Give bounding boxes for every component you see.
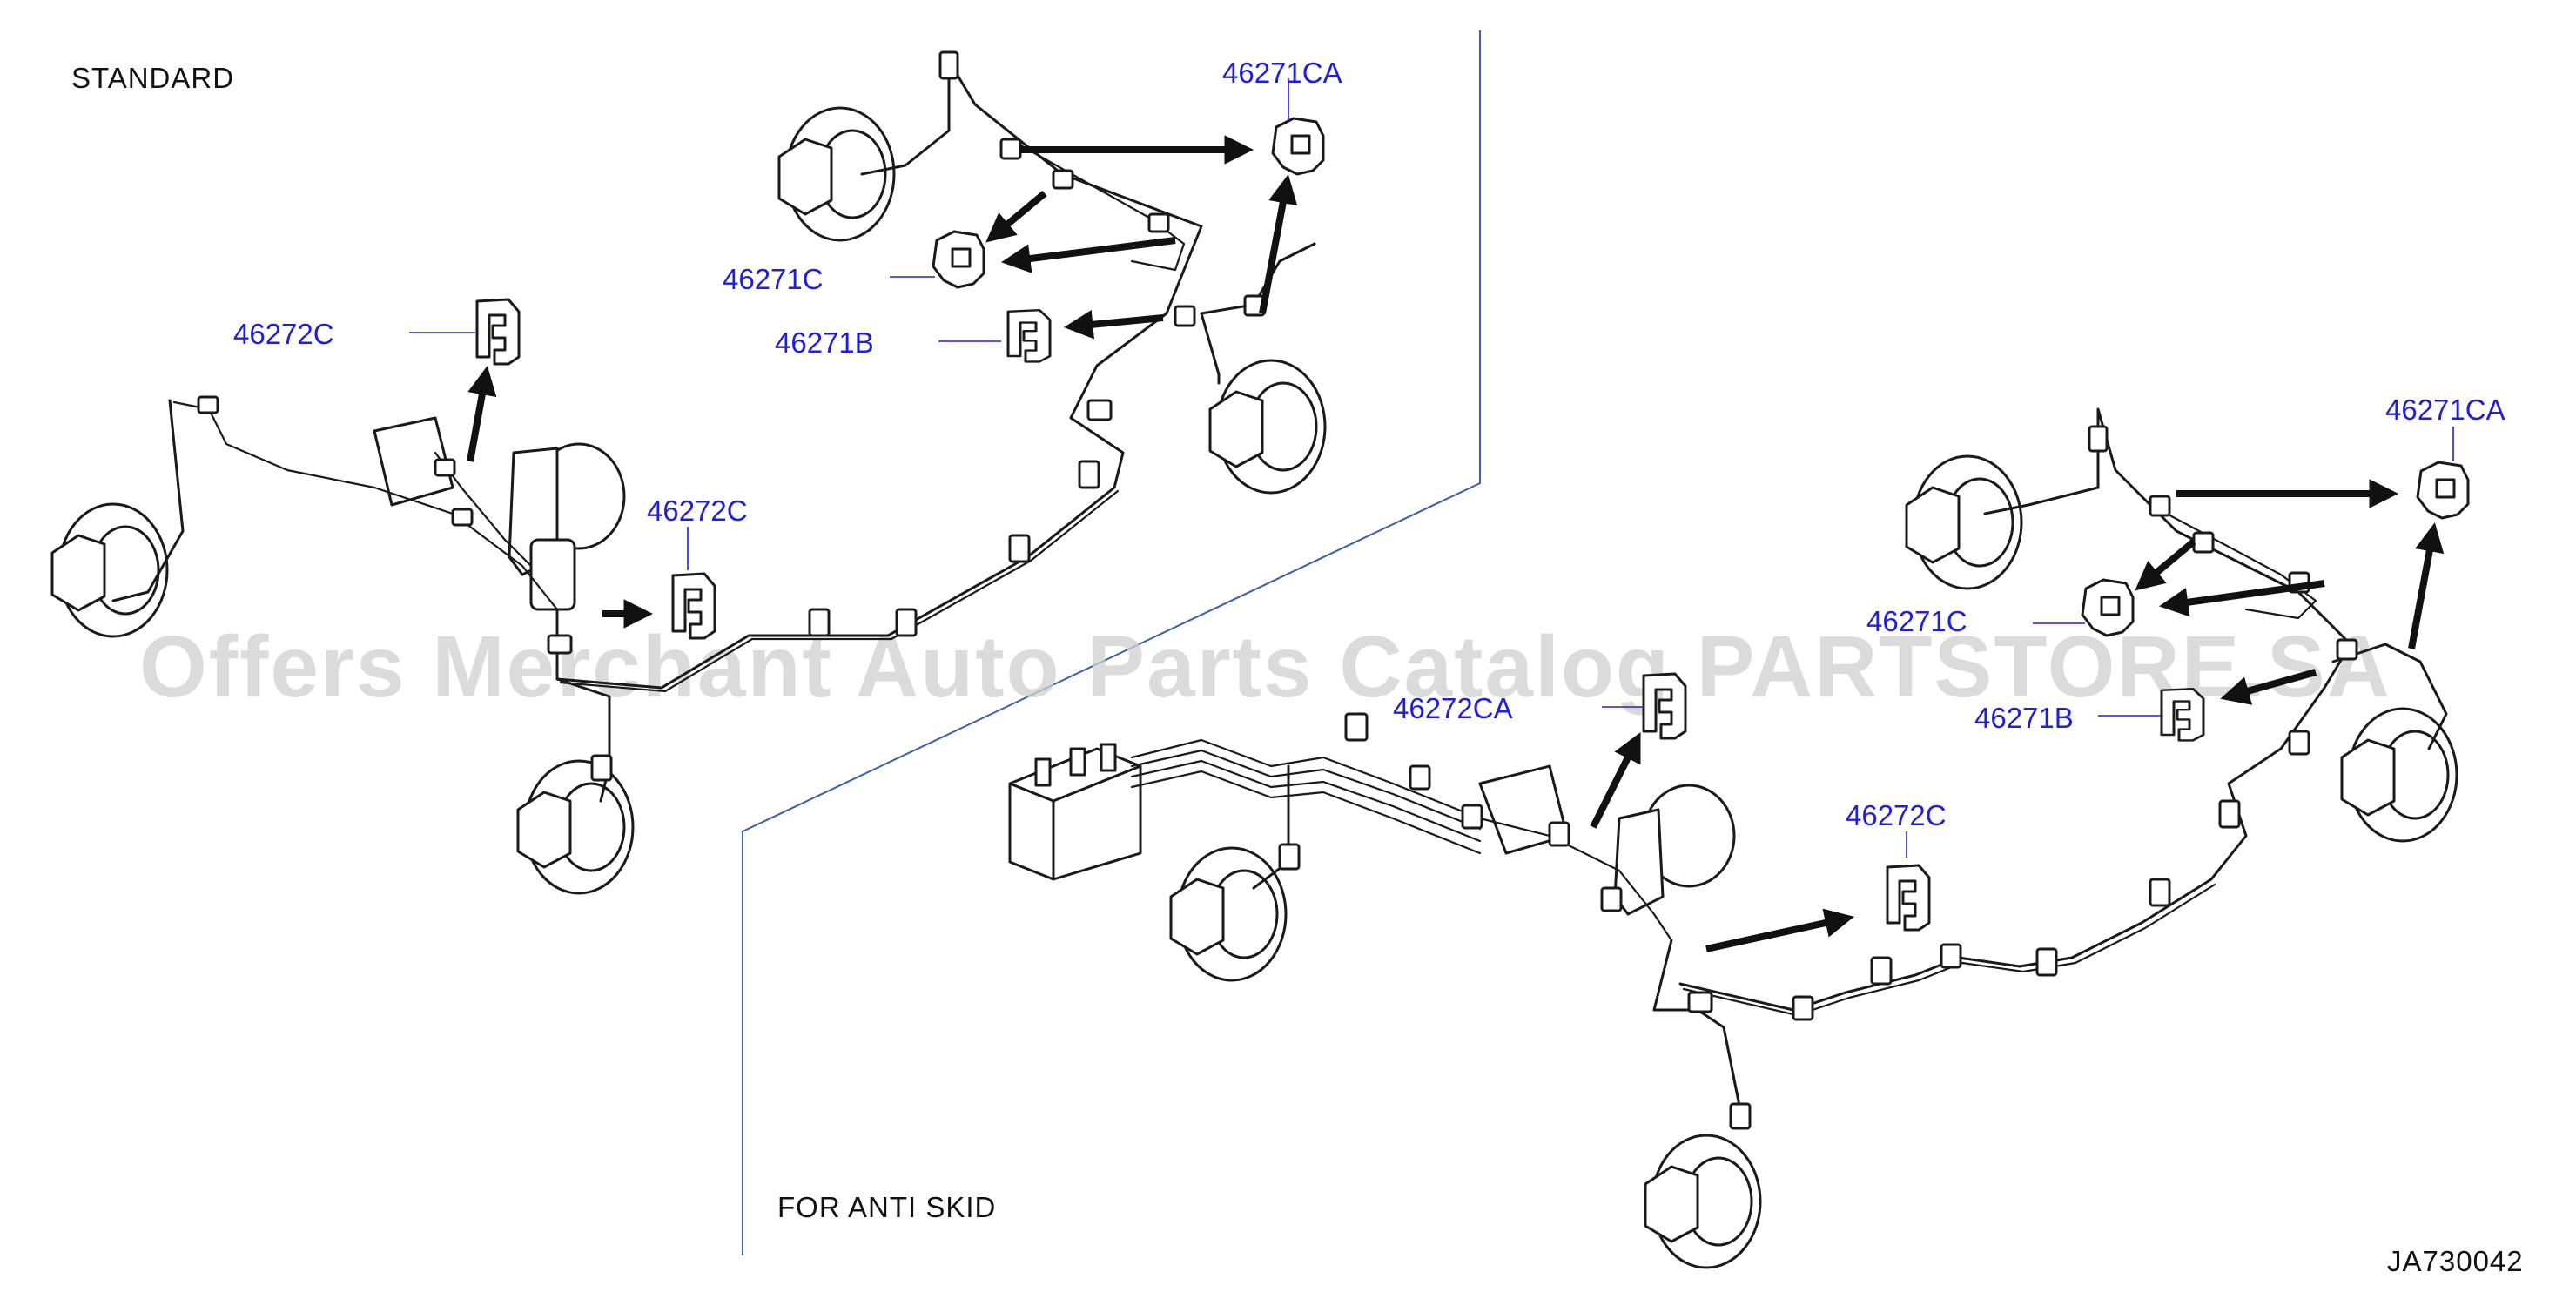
arrow-icon: [1259, 174, 1298, 314]
master-cylinder-icon: [373, 416, 626, 611]
brake-tube-clip-icon: [1271, 117, 1325, 176]
brake-tube-clip-icon: [1006, 308, 1052, 363]
brake-tube-clip-icon: [1886, 864, 1931, 932]
callout-46271ca: 46271CA: [1222, 57, 1342, 89]
arrow-icon: [1705, 908, 1854, 952]
arrow-icon: [985, 190, 1047, 243]
arrow-icon: [2220, 669, 2317, 705]
anti-skid-assembly: 46271CA 46271C 46271B 46272CA 46272C: [1008, 394, 2505, 1269]
arrow-icon: [1063, 310, 1164, 340]
brake-rotor-icon: [1644, 1134, 1762, 1269]
brake-rotor-icon: [1208, 359, 1327, 495]
arrow-icon: [2159, 580, 2325, 617]
callout-46271c: 46271C: [723, 263, 824, 295]
arrow-icon: [1590, 731, 1641, 829]
callout-46272c: 46272C: [1846, 799, 1947, 831]
abs-actuator-icon: [1008, 743, 1142, 881]
callout-46271ca: 46271CA: [2385, 394, 2505, 426]
arrow-icon: [2408, 522, 2445, 649]
master-cylinder-icon: [1478, 764, 1736, 916]
brake-tube-clip-icon: [197, 50, 1266, 782]
brake-rotor-icon: [516, 759, 635, 895]
brake-tube-clip-icon: [932, 230, 985, 289]
arrow-icon: [1000, 237, 1176, 273]
diagram-code: JA730042: [2387, 1245, 2524, 1277]
brake-tube-clip-icon: [2160, 687, 2205, 742]
callout-46272c: 46272C: [233, 318, 334, 350]
brake-tube-clip-icon: [1278, 425, 2358, 1130]
arrow-icon: [2135, 538, 2196, 591]
standard-assembly: 46271CA 46271C 46271B 46272C 46272C: [50, 50, 1342, 895]
brake-tube-clip-icon: [475, 298, 521, 366]
brake-rotor-icon: [777, 106, 896, 242]
callout-46271c: 46271C: [1866, 605, 1967, 637]
section-label-anti-skid: FOR ANTI SKID: [777, 1191, 996, 1223]
section-divider: [742, 30, 1481, 1255]
arrow-icon: [467, 366, 497, 462]
watermark: Offers Merchant Auto Parts Catalog PARTS…: [139, 618, 2391, 716]
section-label-standard: STANDARD: [71, 62, 234, 94]
callout-46271b: 46271B: [1974, 702, 2074, 734]
brake-tube-clip-icon: [2416, 461, 2470, 520]
callout-46271b: 46271B: [775, 326, 874, 359]
brake-rotor-icon: [1905, 454, 2023, 590]
brake-tube-clip-icon: [671, 572, 716, 640]
callout-46272ca: 46272CA: [1393, 692, 1513, 724]
brake-tube-clip-icon: [1642, 672, 1687, 740]
brake-rotor-icon: [1169, 846, 1288, 982]
brake-rotor-icon: [50, 502, 169, 638]
callout-46272c: 46272C: [647, 495, 748, 527]
